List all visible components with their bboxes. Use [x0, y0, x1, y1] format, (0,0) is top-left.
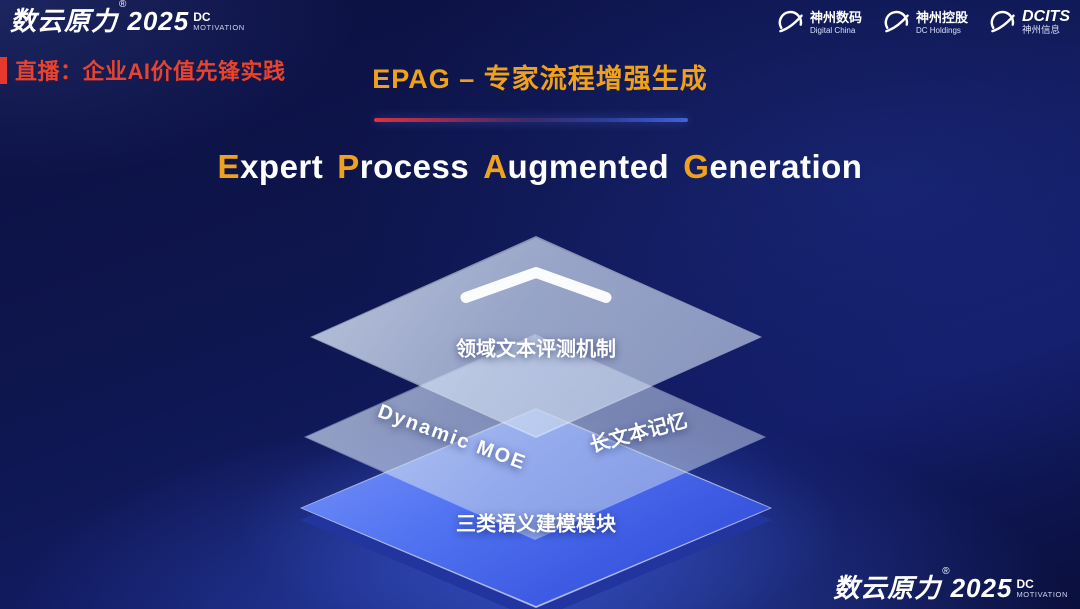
brand-logo: 数云原力 ® 2025 DC MOTIVATION	[10, 0, 245, 36]
footer-brand-logo: 数云原力 ® 2025 DC MOTIVATION	[833, 567, 1068, 603]
partner-logos: 神州数码 Digital China 神州控股 DC Holdings DCIT…	[778, 8, 1070, 37]
top-layer-label: 领域文本评测机制	[456, 338, 616, 361]
page-title: Expert Process Augmented Generation	[0, 148, 1080, 186]
brand-tagline: DC MOTIVATION	[193, 8, 245, 32]
live-banner: 直播：企业AI价值先锋实践	[0, 54, 286, 86]
brand-dc: DC	[1016, 577, 1034, 591]
digital-china-logo-icon	[778, 10, 804, 36]
brand-year: 2025	[950, 573, 1013, 603]
logo-subtitle: Digital China	[809, 25, 856, 35]
logo-name: 神州控股	[915, 9, 968, 25]
title-word: Expert	[217, 148, 324, 185]
brand-motivation: MOTIVATION	[1016, 590, 1068, 599]
brand-name: 数云原力	[833, 573, 942, 603]
logo-subtitle: 神州信息	[1022, 25, 1061, 37]
bottom-layer-label: 三类语义建模模块	[456, 513, 616, 536]
dcits-logo-icon	[990, 10, 1016, 36]
logo-name: 神州数码	[809, 9, 862, 25]
partner-logo-dc-holdings: 神州控股 DC Holdings	[884, 10, 968, 36]
live-label: 直播：企业AI价值先锋实践	[15, 59, 286, 84]
logo-name: DCITS	[1022, 8, 1070, 25]
brand-tagline: DC MOTIVATION	[1016, 575, 1068, 599]
registered-mark: ®	[942, 566, 950, 577]
brand-name: 数云原力	[10, 6, 119, 36]
registered-mark: ®	[119, 0, 127, 10]
partner-logo-digital-china: 神州数码 Digital China	[778, 10, 862, 36]
title-word: Generation	[683, 148, 863, 185]
chevron-up-icon	[456, 263, 616, 312]
logo-subtitle: DC Holdings	[915, 25, 961, 35]
title-underline	[374, 118, 688, 122]
brand-dc: DC	[193, 10, 211, 24]
live-accent-bar	[0, 56, 7, 84]
title-word: Process	[337, 148, 470, 185]
brand-motivation: MOTIVATION	[193, 23, 245, 32]
dc-holdings-logo-icon	[884, 10, 910, 36]
brand-year: 2025	[127, 6, 190, 36]
slide-title: EPAG – 专家流程增强生成	[372, 64, 708, 94]
title-word: Augmented	[483, 148, 670, 185]
partner-logo-dcits: DCITS 神州信息	[990, 8, 1070, 37]
